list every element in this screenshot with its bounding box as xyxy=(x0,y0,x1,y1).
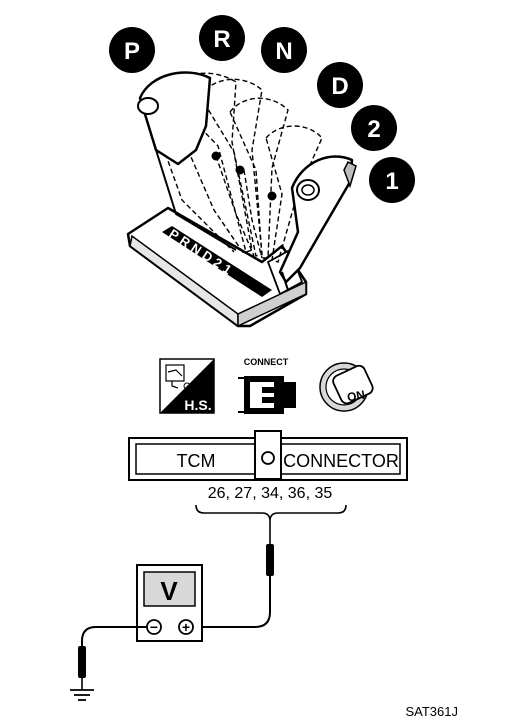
plus-terminal: + xyxy=(182,619,190,635)
positive-probe xyxy=(198,521,274,628)
terminal-numbers: 26, 27, 34, 36, 35 xyxy=(208,485,333,502)
shift-position-d: D xyxy=(317,62,363,108)
svg-text:P: P xyxy=(124,38,140,65)
ignition-key-icon: ON xyxy=(319,362,374,412)
ground-symbol-icon xyxy=(70,689,94,701)
ignition-on-label: ON xyxy=(346,388,366,405)
shift-position-p: P xyxy=(109,27,155,73)
svg-text:1: 1 xyxy=(385,168,398,195)
terminal-brace xyxy=(195,504,347,522)
connector-plug-icon: CONNECT xyxy=(238,357,296,414)
svg-text:D: D xyxy=(331,73,348,100)
voltmeter: V − + xyxy=(136,564,203,642)
selector-lever-illustration: PRND21 xyxy=(126,71,357,328)
connect-label: CONNECT xyxy=(244,357,289,367)
voltmeter-label: V xyxy=(160,576,178,606)
lever-1-position xyxy=(278,155,357,291)
lever-p-position xyxy=(137,71,237,251)
shift-position-r: R xyxy=(199,15,245,61)
shift-position-labels: P R N D 2 1 xyxy=(109,15,415,203)
ground-probe xyxy=(78,626,147,690)
harness-sketch-icon: H.S. xyxy=(159,358,215,414)
tcm-label: TCM xyxy=(177,451,216,471)
shift-position-2: 2 xyxy=(351,105,397,151)
svg-text:2: 2 xyxy=(367,116,380,143)
minus-terminal: − xyxy=(150,619,158,635)
figure-code: SAT361J xyxy=(405,704,458,719)
tcm-connector: TCM CONNECTOR xyxy=(128,430,408,481)
harness-check-label: H.S. xyxy=(184,397,211,413)
shift-position-n: N xyxy=(261,27,307,73)
connector-label: CONNECTOR xyxy=(283,451,399,471)
ghost-lever-positions xyxy=(151,72,323,263)
shift-position-1: 1 xyxy=(369,157,415,203)
svg-text:N: N xyxy=(275,38,292,65)
svg-text:R: R xyxy=(213,26,230,53)
